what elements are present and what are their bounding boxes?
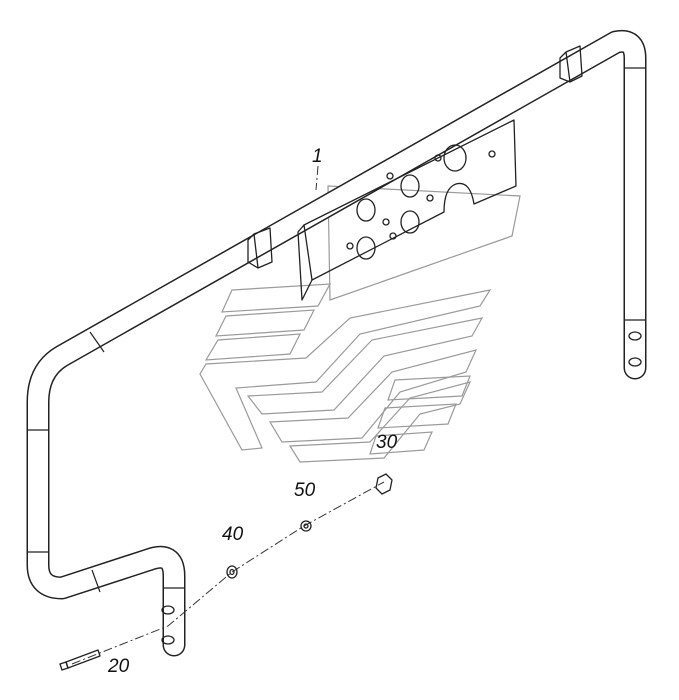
callout-30: 30 bbox=[376, 432, 398, 453]
bolt bbox=[59, 649, 101, 671]
assembly-axis bbox=[71, 481, 385, 665]
watermark-logo bbox=[199, 185, 521, 463]
lock-washer bbox=[300, 520, 312, 532]
guard-frame bbox=[26, 29, 647, 657]
washer bbox=[226, 565, 238, 579]
mounting-plate bbox=[297, 119, 517, 301]
callout-1: 1 bbox=[312, 146, 323, 167]
nut bbox=[375, 473, 393, 495]
callout-40: 40 bbox=[222, 524, 244, 545]
callout-20: 20 bbox=[107, 656, 130, 677]
callout-50: 50 bbox=[294, 480, 316, 501]
